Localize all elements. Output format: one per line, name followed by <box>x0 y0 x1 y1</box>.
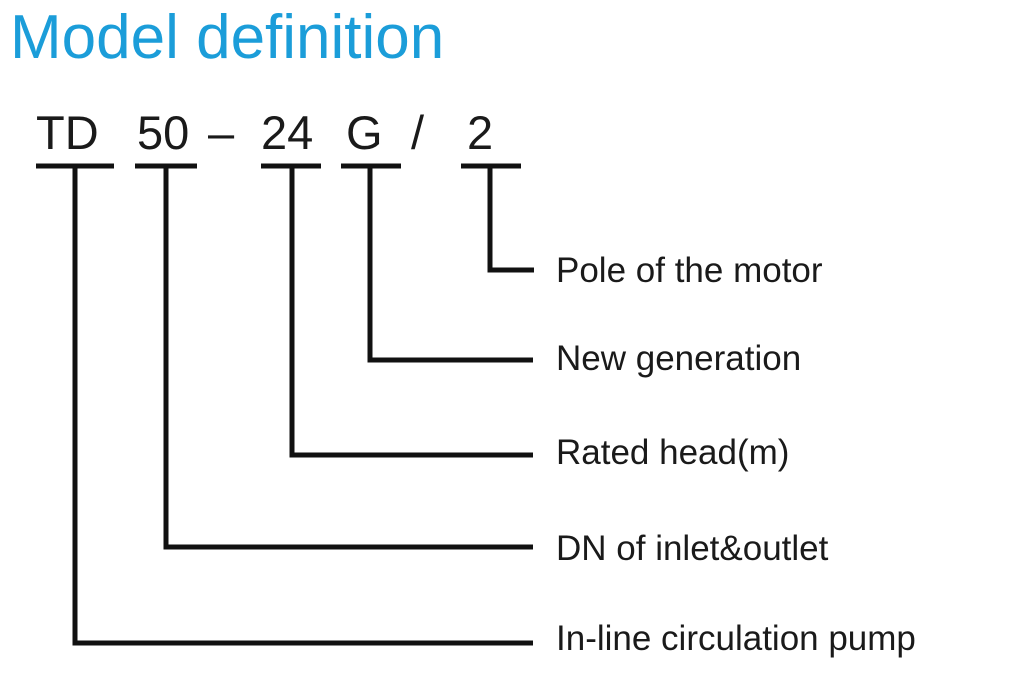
leader-new-generation <box>367 166 533 363</box>
leader-in-line-circulation-pump <box>72 166 533 646</box>
code-token-50: 50 <box>137 106 190 159</box>
leader-dn-of-inlet-outlet <box>163 166 533 550</box>
code-token-slash: / <box>411 106 425 159</box>
callout-label-new-generation: New generation <box>556 339 802 378</box>
code-token-g: G <box>346 106 383 159</box>
callout-label-rated-head: Rated head(m) <box>556 433 790 472</box>
code-token-td: TD <box>36 106 99 159</box>
callout-label-pole-of-the-motor: Pole of the motor <box>556 251 823 290</box>
code-token-dash: – <box>208 106 235 159</box>
leader-pole-of-the-motor <box>487 166 534 273</box>
callout-label-dn-of-inlet-outlet: DN of inlet&outlet <box>556 529 829 568</box>
code-token-2: 2 <box>467 106 494 159</box>
callout-leaders <box>72 166 534 646</box>
page-title: Model definition <box>10 3 445 72</box>
leader-rated-head <box>289 166 533 458</box>
model-code-row: TD 50 – 24 G / 2 <box>0 104 560 162</box>
code-token-24: 24 <box>261 106 314 159</box>
callout-label-in-line-circulation-pump: In-line circulation pump <box>556 619 916 658</box>
